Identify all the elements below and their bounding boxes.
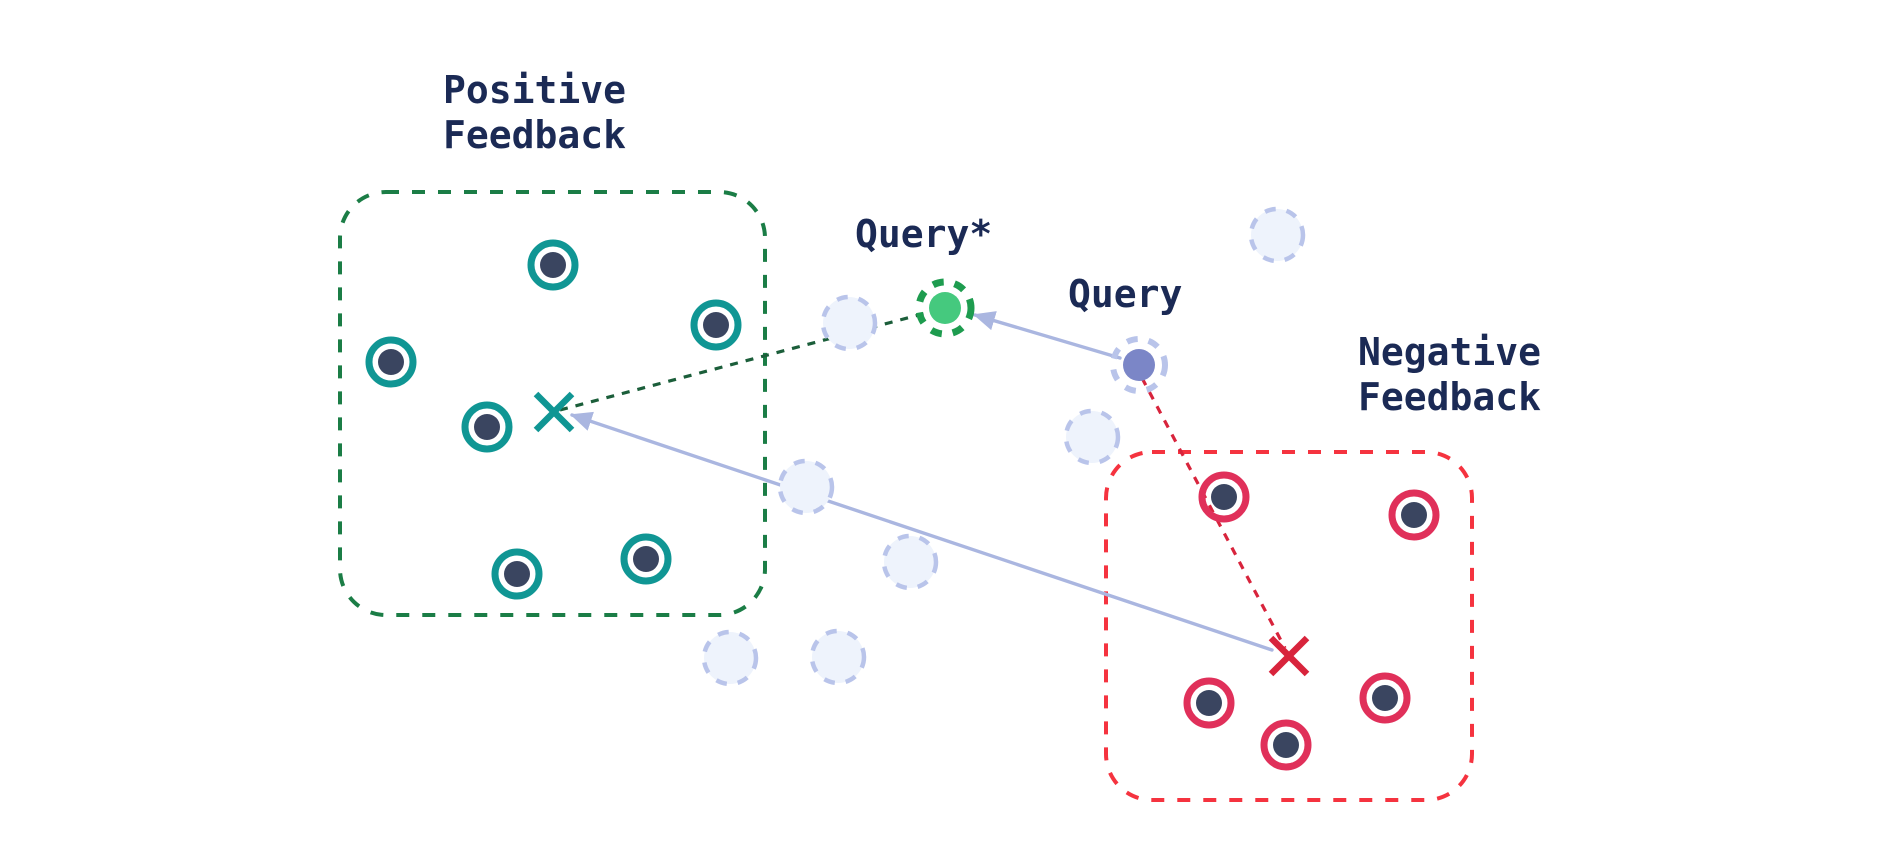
positive-feedback-label-line-1: Positive: [443, 68, 627, 112]
negative-centroid-x-marker: [1268, 635, 1310, 677]
negative-point-dot: [1211, 484, 1237, 510]
query-node: [1123, 349, 1155, 381]
faint-data-point: [1248, 206, 1306, 264]
positive-point-ring: [365, 336, 417, 388]
faint-data-point: [777, 458, 835, 516]
positive-point-ring: [620, 533, 672, 585]
query-dashed-ring: [1110, 336, 1168, 394]
faint-data-point: [881, 533, 939, 591]
faint-data-point: [820, 294, 878, 352]
group-query-nodes: [915, 278, 1168, 394]
positive-centroid-x-marker: [533, 391, 575, 433]
negative-point-ring: [1260, 719, 1312, 771]
positive-feedback-label-line-2: Feedback: [443, 112, 627, 157]
positive-point-dot: [703, 312, 729, 338]
group-faint-points: [701, 206, 1306, 687]
group-negative-points: [1183, 471, 1440, 771]
query-star-dashed-ring: [915, 278, 975, 338]
negative-centroid-x-marker-stroke-b: [1268, 635, 1310, 677]
negative-point-ring: [1359, 672, 1411, 724]
positive-point-ring: [491, 548, 543, 600]
positive-point-dot: [474, 414, 500, 440]
positive-centroid-x-marker-stroke-b: [533, 391, 575, 433]
negative-point-ring: [1183, 677, 1235, 729]
query-label: Query: [1068, 272, 1183, 316]
negative-feedback-label-line-1: Negative: [1358, 330, 1542, 374]
faint-data-point: [809, 628, 867, 686]
positive-point-ring: [690, 299, 742, 351]
group-connectors: [559, 310, 1287, 652]
faint-data-point: [1063, 408, 1121, 466]
query-star-node: [929, 292, 961, 324]
query-to-querystar-arrow: [973, 311, 1122, 360]
positive-point-dot: [540, 252, 566, 278]
positive-feedback-box: [338, 190, 767, 617]
negative-feedback-box: [1104, 450, 1474, 802]
positive-point-ring: [461, 401, 513, 453]
negative-point-dot: [1273, 732, 1299, 758]
negative-x-to-positive-x-arrow: [570, 411, 1274, 652]
positive-point-dot: [633, 546, 659, 572]
positive-point-ring: [527, 239, 579, 291]
negative-dotted: [1140, 377, 1287, 649]
group-boxes: [338, 190, 1474, 802]
positive-point-dot: [504, 561, 530, 587]
negative-point-dot: [1401, 502, 1427, 528]
query-star-label: Query*: [855, 212, 993, 256]
positive-point-dot: [378, 349, 404, 375]
group-positive-points: [365, 239, 742, 600]
negative-point-dot: [1372, 685, 1398, 711]
negative-point-ring: [1198, 471, 1250, 523]
negative-point-dot: [1196, 690, 1222, 716]
faint-data-point: [701, 629, 759, 687]
negative-feedback-label-line-2: Feedback: [1358, 374, 1542, 419]
negative-point-ring: [1388, 489, 1440, 541]
group-markers: [533, 391, 1310, 677]
